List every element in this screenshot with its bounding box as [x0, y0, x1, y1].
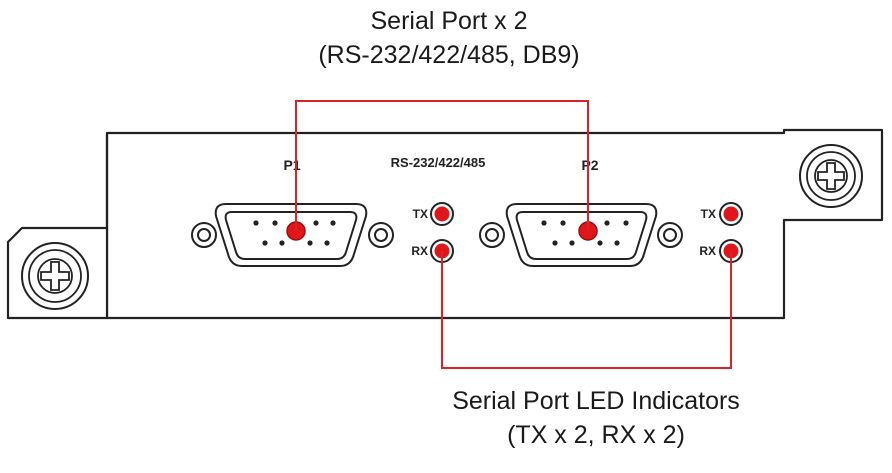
db9-connector-icon: [191, 203, 394, 267]
screw-icon: [21, 242, 89, 310]
serial-port-callout: Serial Port x 2 (RS-232/422/485, DB9): [0, 4, 892, 72]
led-callout-title: Serial Port LED Indicators: [452, 387, 740, 415]
rx-label-port1: RX: [411, 244, 428, 258]
led-callout-detail: (TX x 2, RX x 2): [507, 421, 685, 449]
screw-icon: [799, 144, 863, 208]
tx-label-port1: TX: [413, 207, 428, 221]
db9-connector-icon: [479, 203, 683, 267]
standard-label: RS-232/422/485: [391, 155, 486, 170]
serial-port-callout-title: Serial Port x 2: [370, 7, 528, 35]
led-indicator-icon: [430, 202, 454, 226]
tx-label-port2: TX: [701, 207, 716, 221]
led-indicator-icon: [719, 202, 743, 226]
led-indicator-callout: Serial Port LED Indicators (TX x 2, RX x…: [0, 384, 892, 452]
port2-label: P2: [581, 157, 598, 173]
port1-label: P1: [283, 157, 300, 173]
serial-port-callout-line: [295, 100, 589, 231]
serial-port-callout-detail: (RS-232/422/485, DB9): [318, 41, 580, 69]
rx-label-port2: RX: [699, 244, 716, 258]
led-callout-line: [441, 251, 732, 369]
